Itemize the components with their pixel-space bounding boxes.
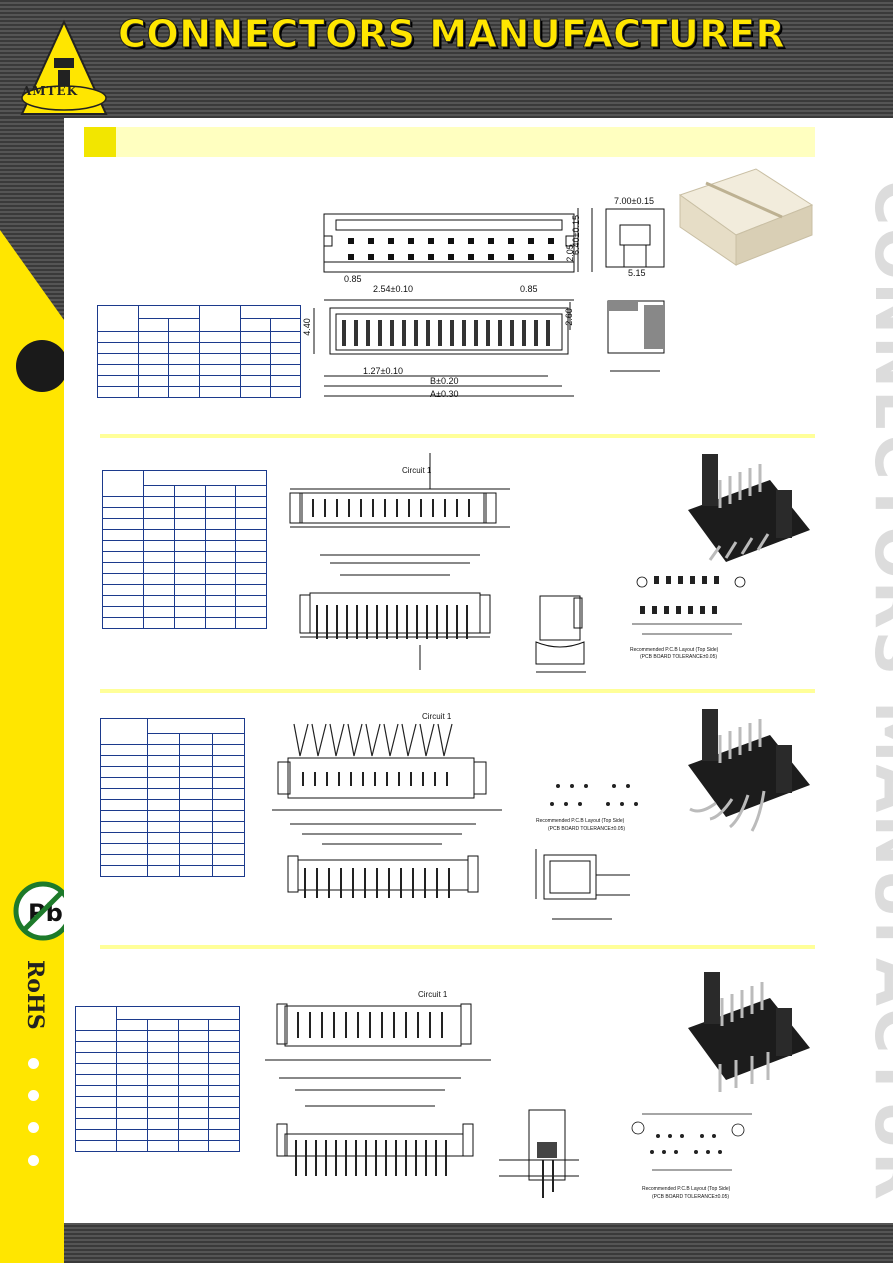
connector-drawing-1 xyxy=(313,208,593,397)
dim-label: 2.60 xyxy=(563,308,574,326)
pcb-layout-3: Recommended P.C.B Layout (Top Side) (PCB… xyxy=(536,784,638,832)
circuit-label-text: Circuit xyxy=(418,990,441,999)
section-separator xyxy=(100,689,815,693)
sidebar-dot xyxy=(28,1155,39,1166)
spec-table-1 xyxy=(97,305,302,398)
circuit-label: Circuit 1 xyxy=(418,990,447,999)
connector-photo-4 xyxy=(688,972,810,1092)
circuit-label: Circuit 1 xyxy=(422,712,451,721)
circuit-label-text: Circuit xyxy=(422,712,445,721)
svg-text:Recommended P.C.B Layout (Top: Recommended P.C.B Layout (Top Side) xyxy=(630,647,719,653)
svg-text:(PCB BOARD TOLERANCE±0.05): (PCB BOARD TOLERANCE±0.05) xyxy=(652,1194,729,1200)
spec-table-3 xyxy=(100,718,246,877)
dim-label: 7.00±0.15 xyxy=(614,196,654,206)
dim-label: 0.85 xyxy=(520,284,538,294)
dim-label: 1.27±0.10 xyxy=(363,366,403,376)
section-separator xyxy=(100,945,815,949)
dim-label: 0.85 xyxy=(344,274,362,284)
connector-photo-1 xyxy=(678,168,814,266)
sidebar-dot xyxy=(28,1058,39,1069)
side-view-drawing-4 xyxy=(499,1109,579,1198)
left-yellow-band xyxy=(0,230,64,1263)
connector-photo-3 xyxy=(688,709,810,832)
side-view-drawing-1 xyxy=(605,208,665,372)
dim-label: 5.15 xyxy=(628,268,646,278)
svg-text:Recommended P.C.B Layout (Top: Recommended P.C.B Layout (Top Side) xyxy=(642,1186,731,1192)
dim-label: B±0.20 xyxy=(430,376,459,386)
connector-photo-2 xyxy=(688,454,810,562)
watermark: CONNECTORS MANUFACTURE xyxy=(861,180,893,1200)
page-header xyxy=(0,0,893,118)
side-view-drawing-2 xyxy=(535,595,586,673)
pcb-layout-4: Recommended P.C.B Layout (Top Side) (PCB… xyxy=(631,1113,752,1200)
sidebar-dot xyxy=(28,1090,39,1101)
page-title: CONNECTORS MANUFACTURER xyxy=(117,12,786,57)
section-separator xyxy=(100,434,815,438)
black-dot xyxy=(16,340,68,392)
dim-label: 4.40 xyxy=(301,318,312,336)
connector-drawing-2 xyxy=(289,453,510,670)
svg-text:(PCB BOARD TOLERANCE±0.05): (PCB BOARD TOLERANCE±0.05) xyxy=(548,826,625,832)
connector-drawing-3 xyxy=(272,723,502,898)
svg-text:Recommended P.C.B Layout (Top: Recommended P.C.B Layout (Top Side) xyxy=(536,818,625,824)
connector-drawing-4 xyxy=(265,1003,491,1176)
rohs-label: RoHS xyxy=(22,960,48,1030)
pcb-layout-2: Recommended P.C.B Layout (Top Side) (PCB… xyxy=(630,576,746,660)
circuit-label-text: Circuit xyxy=(402,466,425,475)
spec-table-4 xyxy=(75,1006,240,1152)
dim-label: A±0.30 xyxy=(430,389,459,399)
section-title-band xyxy=(84,127,815,157)
svg-text:(PCB BOARD TOLERANCE±0.05): (PCB BOARD TOLERANCE±0.05) xyxy=(640,654,717,660)
spec-table-2 xyxy=(102,470,267,629)
dim-label: 6.40±0.15 xyxy=(570,215,581,255)
amtek-logo-icon xyxy=(20,19,108,115)
svg-text:CONNECTORS MANUFACTURE: CONNECTORS MANUFACTURE xyxy=(861,180,893,1200)
circuit-number: 1 xyxy=(426,466,432,475)
circuit-label: Circuit 1 xyxy=(402,466,431,475)
circuit-number: 1 xyxy=(446,712,452,721)
dim-label: 2.54±0.10 xyxy=(373,284,413,294)
side-view-drawing-3 xyxy=(535,849,630,920)
circuit-number: 1 xyxy=(442,990,448,999)
logo-text: AMTEK xyxy=(22,84,79,98)
sidebar-dot xyxy=(28,1122,39,1133)
page-footer xyxy=(64,1223,893,1263)
section-marker xyxy=(84,127,116,157)
